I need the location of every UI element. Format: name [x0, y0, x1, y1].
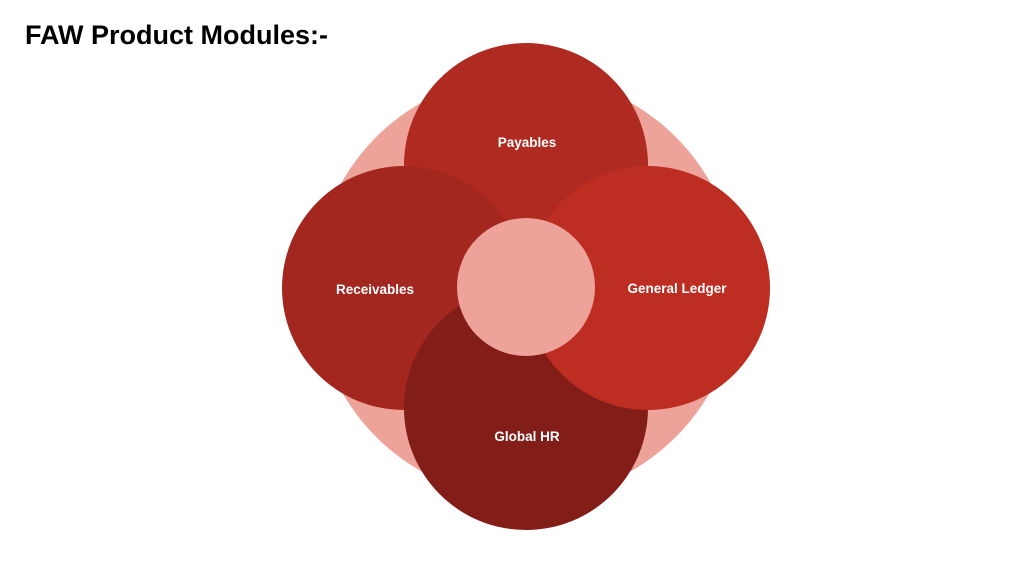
module-circle-general-ledger [526, 166, 770, 410]
module-label-general-ledger: General Ledger [627, 281, 727, 296]
module-label-payables: Payables [498, 135, 557, 150]
module-label-global-hr: Global HR [494, 429, 560, 444]
page-title: FAW Product Modules:- [25, 20, 328, 50]
center-circle [457, 218, 595, 356]
module-label-receivables: Receivables [336, 282, 414, 297]
